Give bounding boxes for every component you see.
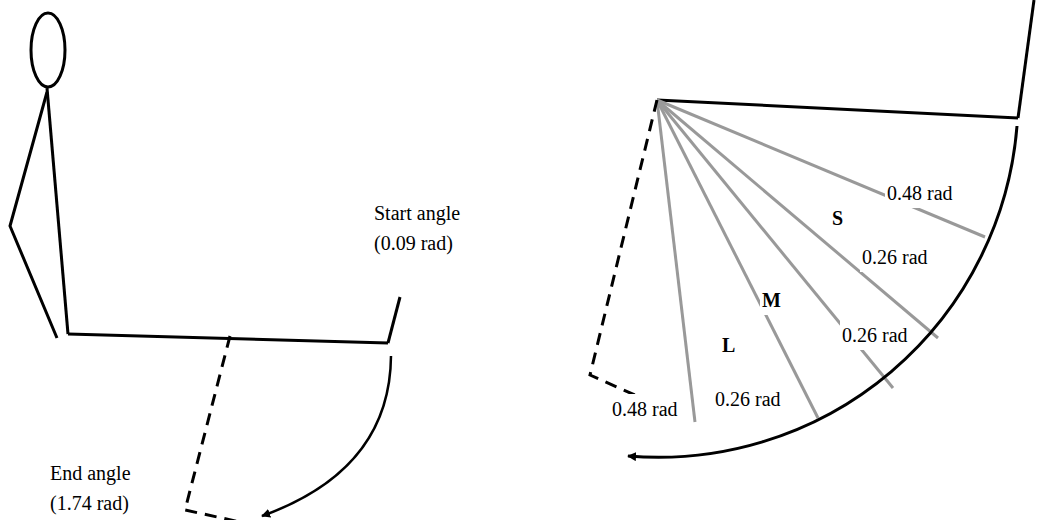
range-letter: L <box>720 330 737 360</box>
range-letter: M <box>760 285 783 315</box>
angle-value: 0.48 rad <box>610 394 680 424</box>
angle-value: 0.26 rad <box>840 320 910 350</box>
angle-value: 0.26 rad <box>713 384 783 414</box>
angle-value: 0.26 rad <box>860 242 930 272</box>
angle-label: End angle (1.74 rad) <box>48 458 156 518</box>
angle-fan <box>590 0 1034 457</box>
range-letter: S <box>830 203 845 233</box>
angle-label: Start angle (0.09 rad) <box>372 198 488 258</box>
angle-value: 0.48 rad <box>885 178 955 208</box>
stick-figure <box>10 13 400 520</box>
